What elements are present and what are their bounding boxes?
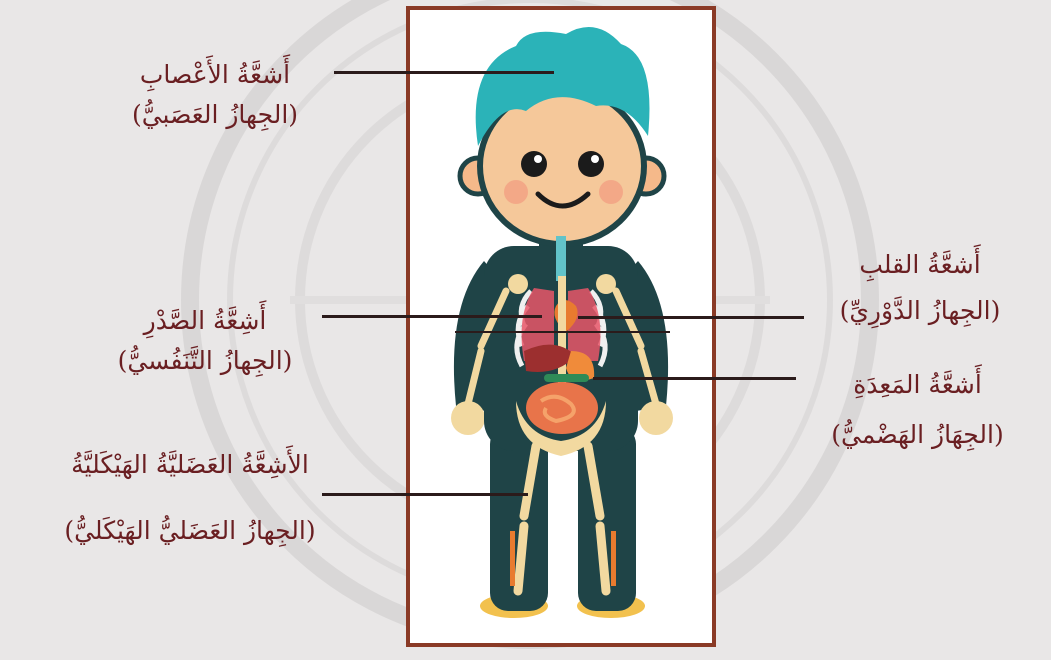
digestive-title: أَشعَّةُ المَعِدَةِ xyxy=(790,365,1045,405)
left-eye xyxy=(521,151,547,177)
respiratory-subtitle: (الجِهازُ التَّنَفُسيُّ) xyxy=(80,341,330,381)
boy-anatomy-illustration xyxy=(406,6,716,647)
musculoskeletal-title: الأَشِعَّةُ العَضَليَّةُ الهَيْكَليَّةُ xyxy=(10,445,370,485)
right-eye xyxy=(578,151,604,177)
label-circulatory: أَشعَّةُ القلبِ (الجِهازُ الدَّوْرِيِّ) xyxy=(795,245,1045,331)
respiratory-title: أَشِعَّةُ الصَّدْرِ xyxy=(80,301,330,341)
nervous-subtitle: (الجِهازُ العَصَبيُّ) xyxy=(95,95,335,135)
right-cheek xyxy=(599,180,623,204)
leader-nervous xyxy=(334,71,554,74)
intestines xyxy=(526,382,598,434)
trachea xyxy=(556,236,566,281)
leader-digestive xyxy=(593,377,796,380)
circulatory-subtitle: (الجِهازُ الدَّوْرِيِّ) xyxy=(795,291,1045,331)
leader-respiratory xyxy=(322,315,542,318)
leader-circulatory xyxy=(578,316,804,319)
circulatory-title: أَشعَّةُ القلبِ xyxy=(795,245,1045,285)
label-respiratory: أَشِعَّةُ الصَّدْرِ (الجِهازُ التَّنَفُس… xyxy=(80,301,330,381)
digestive-subtitle: (الجِهَازُ الهَضْميُّ) xyxy=(790,415,1045,455)
leader-respiratory-ribs xyxy=(455,331,670,333)
musculoskeletal-subtitle: (الجِهازُ العَضَليُّ الهَيْكَليُّ) xyxy=(10,511,370,551)
label-digestive: أَشعَّةُ المَعِدَةِ (الجِهَازُ الهَضْميُ… xyxy=(790,365,1045,455)
label-nervous: أَشعَّةُ الأَعْصابِ (الجِهازُ العَصَبيُّ… xyxy=(95,55,335,135)
label-musculoskeletal: الأَشِعَّةُ العَضَليَّةُ الهَيْكَليَّةُ … xyxy=(10,445,370,551)
pancreas xyxy=(544,374,589,382)
left-cheek xyxy=(504,180,528,204)
nervous-title: أَشعَّةُ الأَعْصابِ xyxy=(95,55,335,95)
